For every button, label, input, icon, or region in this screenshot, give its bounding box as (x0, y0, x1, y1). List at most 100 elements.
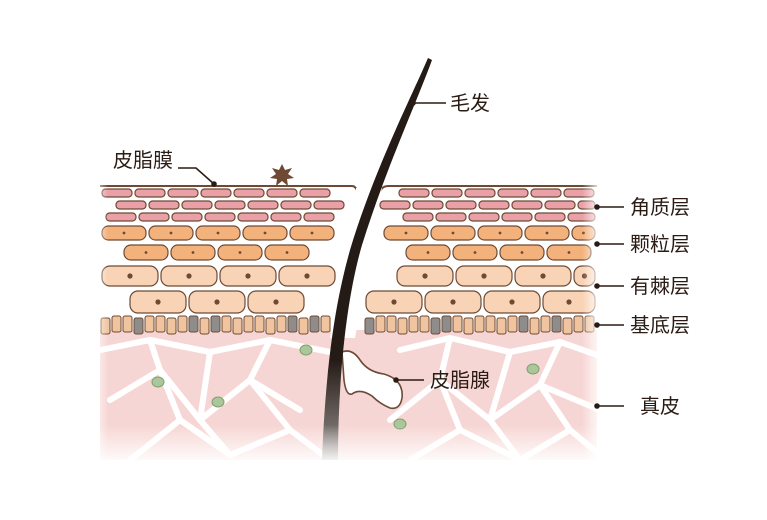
basal-cell (551, 315, 562, 333)
spinous-cell-nucleus (186, 273, 192, 279)
spinous-cell-nucleus (422, 273, 428, 279)
dermis-fiber (147, 337, 183, 423)
leader-hair-dot (410, 100, 416, 106)
granular-cell-nucleus (216, 231, 220, 235)
basal-cell (122, 315, 133, 333)
granular-cell-nucleus (567, 251, 571, 254)
spinous-cell-nucleus (127, 273, 133, 279)
basal-cell (320, 315, 331, 333)
basal-cell (221, 315, 232, 333)
leader-dermis-dot (594, 403, 600, 409)
basal-cell (375, 315, 386, 333)
dermis-cell-dot (526, 363, 540, 375)
basal-cell (485, 315, 496, 333)
basal-cell (386, 315, 397, 333)
granular-cell-nucleus (404, 231, 408, 235)
corneum-cell (115, 200, 147, 210)
dermis-cell-dot (151, 376, 165, 388)
spinous-cell-nucleus (481, 273, 487, 279)
dermis-fiber (437, 335, 463, 433)
granular-cell-nucleus (426, 251, 430, 254)
granular-cell-nucleus (144, 251, 148, 254)
corneum-cell (204, 212, 236, 222)
spinous-cell-nucleus (540, 273, 546, 279)
stratum-corneum-layer (101, 188, 596, 222)
stratum-basale-layer (100, 315, 595, 335)
basal-cell (177, 315, 188, 333)
corneum-cell (530, 188, 562, 198)
label-stratum-spinosum: 有棘层 (630, 274, 690, 298)
corneum-cell (478, 200, 510, 210)
basal-cell (507, 315, 518, 333)
dermis-fiber (247, 337, 293, 433)
basal-cell (518, 315, 529, 333)
stratum-granulosum-layer (101, 225, 596, 261)
granular-cell-nucleus (238, 251, 242, 254)
dust-particle-icon (270, 164, 294, 186)
corneum-cell (511, 200, 543, 210)
corneum-cell (233, 188, 265, 198)
corneum-cell (445, 200, 477, 210)
granular-cell-nucleus (285, 251, 289, 254)
basal-cell (540, 315, 551, 333)
corneum-cell (171, 212, 203, 222)
leader-sebum-film-dot (211, 181, 217, 187)
spinous-cell-nucleus (214, 299, 220, 305)
granular-cell-nucleus (122, 231, 126, 235)
corneum-cell (138, 212, 170, 222)
spinous-cell-nucleus (566, 299, 572, 305)
leader-granulosum-dot (594, 241, 600, 247)
label-sebum-film: 皮脂膜 (113, 148, 173, 172)
label-hair: 毛发 (450, 91, 490, 115)
granular-cell-nucleus (473, 251, 477, 254)
label-stratum-granulosum: 颗粒层 (630, 232, 690, 256)
corneum-cell (280, 200, 312, 210)
granular-cell-nucleus (520, 251, 524, 254)
basal-cell (232, 317, 243, 335)
label-sebaceous-gland: 皮脂腺 (430, 368, 490, 392)
fade-left (90, 180, 108, 465)
corneum-cell (497, 188, 529, 198)
corneum-cell (134, 188, 166, 198)
basal-cell (188, 315, 199, 333)
corneum-cell (200, 188, 232, 198)
basal-cell (309, 315, 320, 333)
basal-cell (452, 315, 463, 333)
leader-basale-dot (594, 322, 600, 328)
dermis-fiber (537, 339, 573, 433)
corneum-cell (468, 212, 500, 222)
dermis-cell-dot (299, 344, 313, 356)
corneum-cell (402, 212, 434, 222)
basal-cell (199, 317, 210, 335)
corneum-cell (398, 188, 430, 198)
corneum-cell (313, 200, 345, 210)
granular-cell-nucleus (310, 231, 314, 235)
basal-cell (210, 315, 221, 333)
corneum-cell (270, 212, 302, 222)
spinous-cell-nucleus (273, 299, 279, 305)
basal-cell (276, 315, 287, 333)
leader-spinosum-dot (594, 283, 600, 289)
leader-sebaceous-dot (393, 377, 399, 383)
corneum-cell (534, 212, 566, 222)
hair-shaft (322, 58, 432, 460)
granular-cell-nucleus (451, 231, 455, 235)
basal-cell (265, 317, 276, 335)
spinous-cell-nucleus (155, 299, 161, 305)
label-dermis: 真皮 (640, 394, 680, 418)
corneum-cell (435, 212, 467, 222)
basal-cell (463, 317, 474, 335)
corneum-cell (431, 188, 463, 198)
granular-cell-nucleus (498, 231, 502, 235)
corneum-cell (247, 200, 279, 210)
corneum-cell (379, 200, 411, 210)
label-stratum-basale: 基底层 (630, 313, 690, 337)
basal-cell (408, 315, 419, 333)
basal-cell (562, 317, 573, 335)
basal-cell (441, 315, 452, 333)
label-stratum-corneum: 角质层 (630, 195, 690, 219)
basal-cell (144, 315, 155, 333)
basal-cell (419, 315, 430, 333)
basal-cell (298, 317, 309, 335)
